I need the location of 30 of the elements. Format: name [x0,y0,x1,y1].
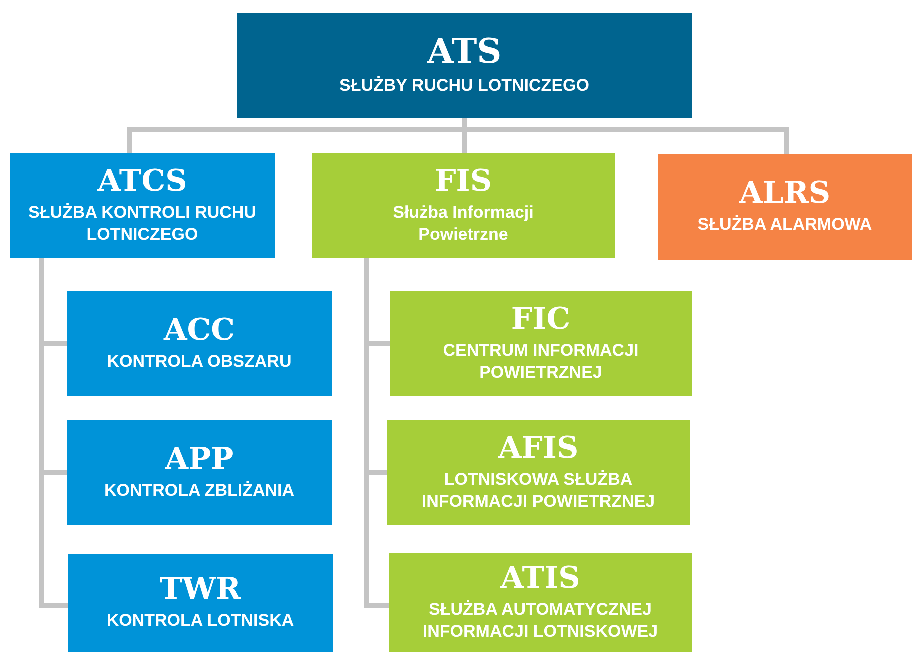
org-box [389,553,692,652]
org-box [67,291,332,396]
box-subtitle: CENTRUM INFORMACJI POWIETRZNEJ [442,340,640,384]
box-title: ATCS [98,164,188,198]
box-subtitle: KONTROLA ZBLIŻANIA [104,480,295,502]
box-subtitle: KONTROLA LOTNISKA [106,610,294,632]
box-subtitle: SŁUŻBA ALARMOWA [698,214,872,236]
box-title: AFIS [498,432,579,465]
org-box [10,153,275,258]
box-subtitle: SŁUŻBA AUTOMATYCZNEJ INFORMACJI LOTNISKOWEJ [422,598,660,643]
org-box [68,554,333,652]
org-box [658,154,912,260]
org-box [67,420,332,525]
box-title: ALRS [740,177,830,210]
box-title: TWR [160,573,241,606]
org-box [237,13,692,118]
box-subtitle: KONTROLA OBSZARU [107,350,292,373]
box-subtitle: SŁUŻBA KONTROLI RUCHU LOTNICZEGO [28,202,258,246]
org-box [387,420,690,525]
box-subtitle: LOTNISKOWA SŁUŻBA INFORMACJI POWIETRZNEJ [420,468,656,513]
box-title: FIS [435,164,492,198]
box-title: APP [165,442,234,476]
box-title: ATIS [500,562,580,595]
org-box [390,291,692,396]
org-box [312,153,615,258]
box-title: FIC [511,302,571,336]
box-title: ACC [164,314,236,347]
box-subtitle: SŁUŻBY RUCHU LOTNICZEGO [340,75,590,98]
box-subtitle: Służba Informacji Powietrzne [392,202,535,246]
box-title: ATS [427,34,502,72]
